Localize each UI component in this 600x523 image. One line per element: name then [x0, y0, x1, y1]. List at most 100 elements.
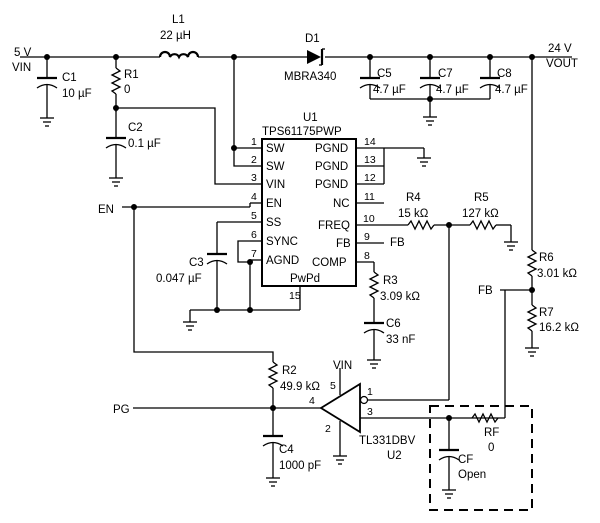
c2-value: 0.1 µF	[128, 138, 161, 150]
u1-pin-name: SW	[266, 143, 285, 155]
r6-value: 3.01 kΩ	[537, 268, 577, 280]
r5-value: 127 kΩ	[462, 208, 499, 220]
u1-pin-name: FREQ	[318, 220, 350, 232]
resistor-r7	[525, 304, 539, 357]
u1-pin-num: 2	[251, 154, 257, 166]
resistor-r6	[526, 249, 538, 305]
r7-ref: R7	[539, 307, 554, 319]
u1-pin-name: VIN	[266, 179, 285, 191]
capacitor-c8	[479, 57, 501, 99]
fb-comp-label: FB	[478, 285, 493, 297]
u1-pin-name: PGND	[315, 143, 348, 155]
c4-ref: C4	[279, 444, 294, 456]
resistor-r3	[368, 262, 380, 323]
rf-value: 0	[488, 442, 494, 454]
u1-pin-name: FB	[336, 238, 351, 250]
r6-ref: R6	[539, 252, 554, 264]
u1-part: TPS61175PWP	[262, 126, 342, 138]
r2-ref: R2	[282, 365, 297, 377]
u1-pin-num: 11	[364, 191, 375, 203]
pg-label: PG	[113, 404, 130, 416]
capacitor-c5	[359, 57, 381, 99]
u2-vin-label: VIN	[333, 360, 352, 372]
u2-pin-plus: 4	[309, 395, 315, 407]
r3-ref: R3	[383, 275, 398, 287]
wire-sw2	[233, 148, 250, 167]
junction-dot	[427, 54, 433, 60]
d1-ref: D1	[305, 33, 320, 45]
c6-value: 33 nF	[386, 334, 415, 346]
u1-pin-name: SS	[266, 217, 282, 229]
r4-ref: R4	[406, 192, 421, 204]
c6-ref: C6	[386, 318, 401, 330]
capacitor-c6	[363, 321, 385, 369]
junction-dot	[231, 145, 237, 151]
inductor-l1	[158, 50, 200, 60]
wire-sw	[233, 57, 250, 149]
r5-ref: R5	[474, 192, 489, 204]
resistor-rf	[471, 412, 499, 424]
cf-ref: CF	[458, 454, 473, 466]
u1-right-pins	[356, 147, 408, 263]
u1-pin-num: 6	[251, 229, 257, 241]
junction-dot	[487, 54, 493, 60]
c3-ref: C3	[189, 257, 204, 269]
u1-pin-name: SYNC	[266, 236, 298, 248]
diode-d1	[307, 48, 325, 66]
r3-value: 3.09 kΩ	[380, 291, 420, 303]
u2-pin-minus: 3	[367, 406, 373, 418]
u1-pin-num: 8	[364, 250, 370, 262]
u1-pin-name: AGND	[266, 255, 299, 267]
junction-dot	[247, 307, 253, 313]
rf-ref: RF	[484, 427, 499, 439]
u2-part: TL331DBV	[359, 435, 416, 447]
u2-pin-gnd: 2	[325, 423, 331, 435]
ss-network	[183, 221, 301, 331]
u1-pad-num: 15	[289, 290, 301, 302]
output-cap-ground	[370, 96, 490, 126]
resistor-r4	[407, 219, 470, 231]
l1-value: 22 µH	[160, 30, 191, 42]
c8-value: 4.7 µF	[495, 84, 528, 96]
u2-ref: U2	[387, 450, 402, 462]
c8-ref: C8	[497, 68, 512, 80]
en-label: EN	[98, 204, 114, 216]
vout-label: 24 V	[548, 43, 572, 55]
u2-pin-out: 1	[367, 386, 373, 398]
u1-pin-name: COMP	[312, 257, 347, 269]
capacitor-c4	[262, 408, 284, 487]
u1-pin-num: 5	[251, 210, 257, 222]
junction-dot	[214, 307, 220, 313]
r4-value: 15 kΩ	[398, 208, 429, 220]
resistor-r2	[267, 361, 279, 408]
l1-ref: L1	[172, 14, 185, 26]
capacitor-cf	[438, 418, 460, 499]
r1-ref: R1	[124, 69, 139, 81]
junction-dot	[247, 259, 253, 265]
u1-pin-name: SW	[266, 161, 285, 173]
u1-pad-name: PwPd	[290, 273, 320, 285]
u1-ref: U1	[303, 112, 318, 124]
u1-pin-num: 4	[251, 191, 257, 203]
u1-pin-num: 14	[364, 136, 376, 148]
u1-pin-num: 10	[363, 213, 375, 225]
u1-pin-name: PGND	[315, 161, 348, 173]
r1-value: 0	[124, 84, 130, 96]
u1-pin-num: 12	[364, 172, 376, 184]
c7-ref: C7	[438, 68, 453, 80]
vout-label-2: VOUT	[546, 58, 578, 70]
fb-net-label: FB	[390, 237, 405, 249]
c5-ref: C5	[377, 68, 392, 80]
d1-value: MBRA340	[284, 71, 336, 83]
junction-dot	[367, 54, 373, 60]
c3-value: 0.047 µF	[156, 273, 202, 285]
wire-en-to-r2	[133, 207, 274, 362]
vin-label: 5 V	[14, 47, 32, 59]
wire-vin-pin	[116, 107, 250, 185]
c1-ref: C1	[62, 72, 77, 84]
u2-pin-vin: 5	[330, 380, 336, 392]
c2-ref: C2	[128, 122, 143, 134]
u1-pin-num: 9	[364, 231, 370, 243]
u1-pin-num: 1	[251, 136, 257, 148]
